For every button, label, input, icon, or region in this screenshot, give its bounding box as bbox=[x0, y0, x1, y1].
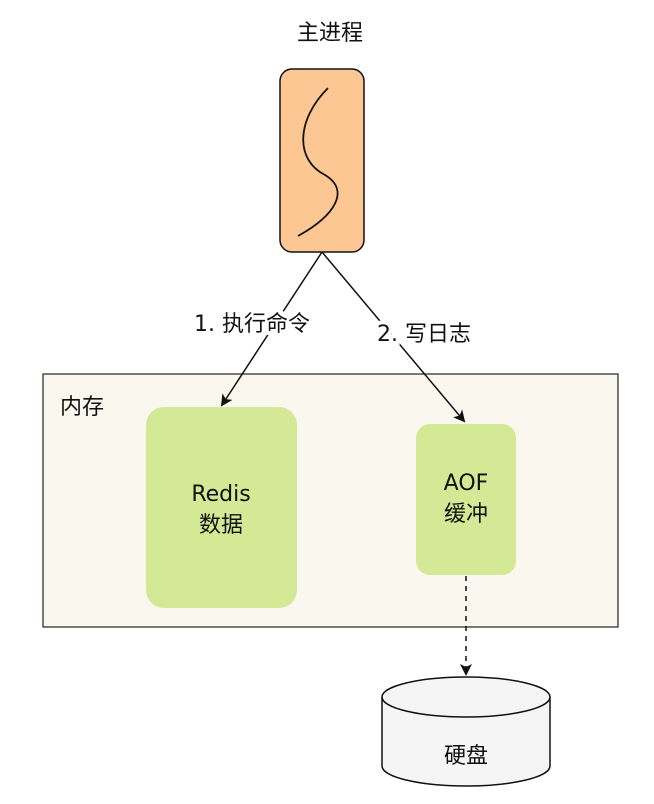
disk-cylinder-top bbox=[381, 676, 551, 718]
thread-curve-icon bbox=[297, 87, 339, 237]
main-process-box bbox=[279, 68, 365, 253]
memory-label: 内存 bbox=[60, 395, 104, 420]
memory-region: 内存 bbox=[42, 373, 619, 628]
execute-command-label: 1. 执行命令 bbox=[194, 312, 310, 337]
disk-cylinder-body bbox=[381, 697, 551, 787]
redis-data-box bbox=[146, 407, 297, 608]
main-process-node bbox=[279, 68, 365, 253]
aof-buffer-box bbox=[416, 424, 516, 575]
redis-data-label-line1: Redis bbox=[191, 482, 250, 507]
aof-buffer-label-line1: AOF bbox=[444, 471, 489, 496]
disk-node: 硬盘 bbox=[381, 676, 551, 787]
redis-data-node: Redis 数据 bbox=[146, 407, 297, 608]
execute-command-arrow bbox=[220, 251, 323, 407]
write-log-label: 2. 写日志 bbox=[377, 322, 471, 347]
memory-box bbox=[42, 373, 619, 628]
write-log-arrow bbox=[321, 251, 466, 423]
aof-buffer-node: AOF 缓冲 bbox=[416, 424, 516, 575]
main-process-title: 主进程 bbox=[297, 21, 363, 46]
aof-buffer-label-line2: 缓冲 bbox=[444, 502, 488, 527]
disk-label: 硬盘 bbox=[444, 744, 488, 769]
redis-data-label-line2: 数据 bbox=[199, 513, 243, 538]
